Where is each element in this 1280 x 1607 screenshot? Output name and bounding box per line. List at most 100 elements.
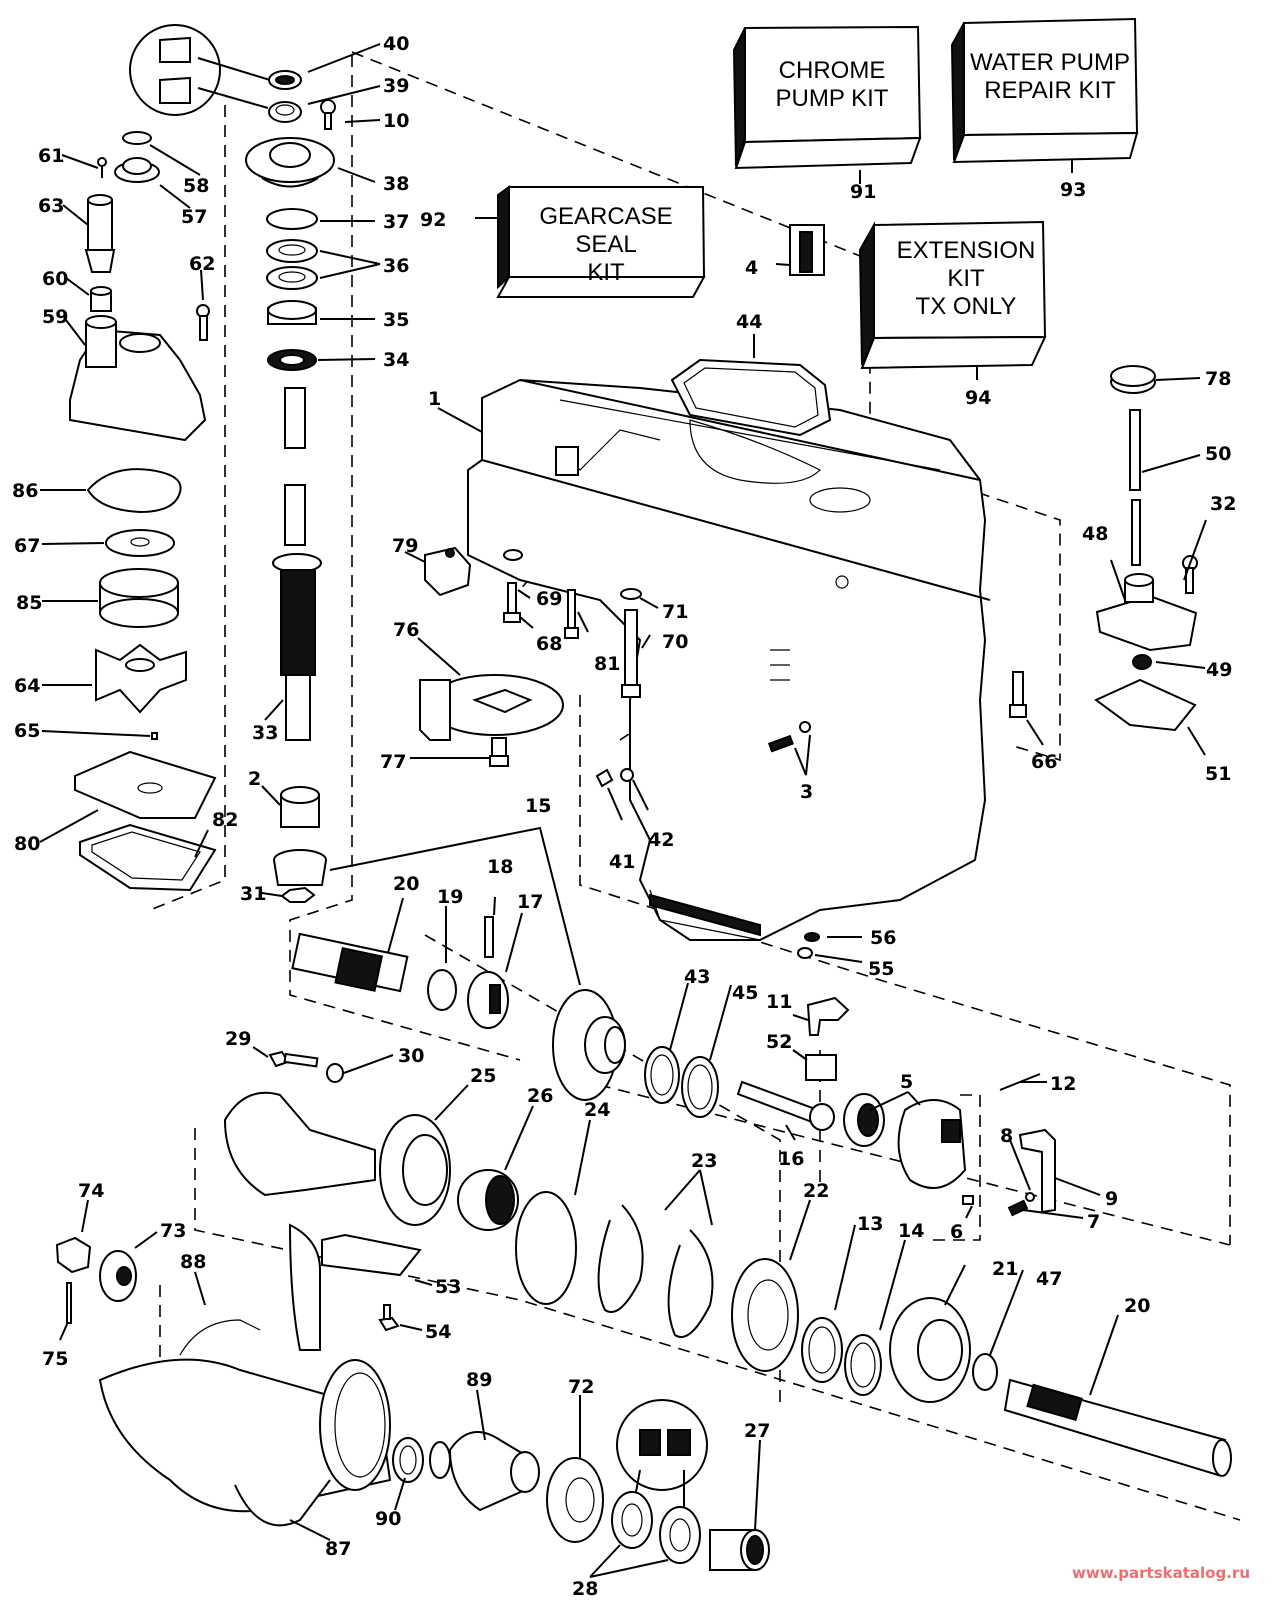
part-7-spring[interactable] bbox=[1007, 1199, 1029, 1217]
part-47-seal[interactable] bbox=[972, 1353, 998, 1391]
callout[interactable]: 78 bbox=[1205, 368, 1231, 390]
callout[interactable]: 44 bbox=[736, 311, 762, 333]
callout[interactable]: 12 bbox=[1050, 1073, 1076, 1095]
callout[interactable]: 18 bbox=[487, 856, 513, 878]
callout[interactable]: 10 bbox=[383, 110, 409, 132]
part-41-plug[interactable] bbox=[595, 768, 614, 788]
part-44-seal[interactable] bbox=[670, 358, 832, 437]
part-52-cradle[interactable] bbox=[805, 1054, 837, 1081]
callout[interactable]: 1 bbox=[428, 388, 441, 410]
callout[interactable]: 70 bbox=[662, 631, 688, 653]
callout[interactable]: 60 bbox=[42, 268, 68, 290]
part-42-washer[interactable] bbox=[620, 768, 634, 782]
part-67-plate[interactable] bbox=[105, 529, 175, 557]
callout[interactable]: 7 bbox=[1087, 1211, 1100, 1233]
callout[interactable]: 8 bbox=[1000, 1125, 1013, 1147]
callout[interactable]: 57 bbox=[181, 206, 207, 228]
part-20-sleeve[interactable] bbox=[291, 932, 409, 993]
callout[interactable]: 2 bbox=[248, 768, 261, 790]
callout[interactable]: 63 bbox=[38, 195, 64, 217]
callout[interactable]: 68 bbox=[536, 633, 562, 655]
part-48-housing[interactable] bbox=[1095, 573, 1198, 652]
kit-box-gearcase-seal[interactable]: GEARCASE SEAL KIT bbox=[496, 185, 706, 298]
callout[interactable]: 90 bbox=[375, 1508, 401, 1530]
part-75-cotter-pin[interactable] bbox=[66, 1282, 72, 1324]
kit-box-chrome-pump[interactable]: CHROME PUMP KIT bbox=[732, 25, 922, 170]
callout[interactable]: 62 bbox=[189, 253, 215, 275]
part-87-propeller[interactable] bbox=[98, 1223, 392, 1527]
callout[interactable]: 23 bbox=[691, 1150, 717, 1172]
part-22-plate[interactable] bbox=[731, 1258, 799, 1372]
watermark[interactable]: www.partskatalog.ru bbox=[1071, 1564, 1250, 1582]
callout[interactable]: 81 bbox=[594, 653, 620, 675]
part-70-screw[interactable] bbox=[621, 609, 641, 698]
callout[interactable]: 14 bbox=[898, 1220, 924, 1242]
part-66-screw[interactable] bbox=[1009, 671, 1027, 718]
part-78-grommet[interactable] bbox=[1110, 365, 1156, 394]
part-24-oring[interactable] bbox=[515, 1191, 577, 1305]
part-15-pinion-gear[interactable] bbox=[273, 849, 327, 886]
kit-box-water-pump-repair[interactable]: WATER PUMP REPAIR KIT bbox=[950, 17, 1139, 164]
part-86-gasket[interactable] bbox=[86, 468, 182, 514]
part-3-screw-washer[interactable] bbox=[767, 721, 811, 753]
callout[interactable]: 27 bbox=[744, 1420, 770, 1442]
callout[interactable]: 11 bbox=[766, 991, 792, 1013]
part-17-clutch[interactable] bbox=[467, 971, 509, 1029]
part-28-seal-1[interactable] bbox=[611, 1491, 653, 1549]
part-32-screw[interactable] bbox=[1182, 555, 1198, 594]
part-8-ball[interactable] bbox=[1025, 1192, 1035, 1202]
callout[interactable]: 73 bbox=[160, 1220, 186, 1242]
part-18-pin[interactable] bbox=[484, 916, 494, 958]
callout[interactable]: 45 bbox=[732, 982, 758, 1004]
callout[interactable]: 74 bbox=[78, 1180, 104, 1202]
callout[interactable]: 89 bbox=[466, 1369, 492, 1391]
part-81-screw[interactable] bbox=[564, 589, 579, 639]
part-69-washer[interactable] bbox=[503, 549, 523, 561]
part-79-anode[interactable] bbox=[424, 546, 472, 597]
part-21-reverse-gear[interactable] bbox=[889, 1297, 971, 1403]
callout[interactable]: 32 bbox=[1210, 493, 1236, 515]
part-29-screw[interactable] bbox=[268, 1050, 319, 1068]
part-62-screw[interactable] bbox=[196, 304, 210, 341]
part-10-screw[interactable] bbox=[320, 99, 336, 130]
callout[interactable]: 91 bbox=[850, 181, 876, 203]
callout[interactable]: 20 bbox=[1124, 1295, 1150, 1317]
part-85-liner[interactable] bbox=[99, 568, 179, 628]
part-36-seal-upper[interactable] bbox=[266, 239, 318, 263]
callout[interactable]: 43 bbox=[684, 966, 710, 988]
callout[interactable]: 6 bbox=[950, 1221, 963, 1243]
part-59-pump-housing[interactable] bbox=[69, 315, 207, 442]
callout[interactable]: 61 bbox=[38, 145, 64, 167]
callout[interactable]: 48 bbox=[1082, 523, 1108, 545]
callout[interactable]: 24 bbox=[584, 1099, 610, 1121]
part-58-oring[interactable] bbox=[122, 131, 152, 145]
part-76-trim-tab[interactable] bbox=[419, 674, 564, 741]
part-34-bearing[interactable] bbox=[267, 349, 317, 371]
part-9-lever[interactable] bbox=[1018, 1128, 1056, 1214]
callout[interactable]: 76 bbox=[393, 619, 419, 641]
callout[interactable]: 80 bbox=[14, 833, 40, 855]
callout[interactable]: 52 bbox=[766, 1031, 792, 1053]
callout[interactable]: 56 bbox=[870, 927, 896, 949]
callout[interactable]: 20 bbox=[393, 873, 419, 895]
callout[interactable]: 87 bbox=[325, 1538, 351, 1560]
part-64-impeller[interactable] bbox=[95, 643, 187, 714]
part-49-grommet[interactable] bbox=[1132, 654, 1152, 670]
callout[interactable]: 77 bbox=[380, 751, 406, 773]
callout[interactable]: 21 bbox=[992, 1258, 1018, 1280]
callout[interactable]: 25 bbox=[470, 1065, 496, 1087]
callout[interactable]: 34 bbox=[383, 349, 409, 371]
part-80-plate[interactable] bbox=[74, 750, 217, 819]
callout[interactable]: 4 bbox=[745, 257, 758, 279]
callout[interactable]: 92 bbox=[420, 209, 446, 231]
part-28-seal-2[interactable] bbox=[659, 1506, 701, 1564]
part-63-tube[interactable] bbox=[84, 194, 116, 273]
part-57-grommet[interactable] bbox=[114, 157, 160, 183]
callout[interactable]: 51 bbox=[1205, 763, 1231, 785]
part-73-thrust-washer[interactable] bbox=[99, 1250, 137, 1302]
callout[interactable]: 13 bbox=[857, 1213, 883, 1235]
part-50-shift-rod[interactable] bbox=[1129, 409, 1141, 566]
callout[interactable]: 82 bbox=[212, 809, 238, 831]
callout[interactable]: 36 bbox=[383, 255, 409, 277]
part-20-propshaft[interactable] bbox=[1003, 1378, 1232, 1477]
